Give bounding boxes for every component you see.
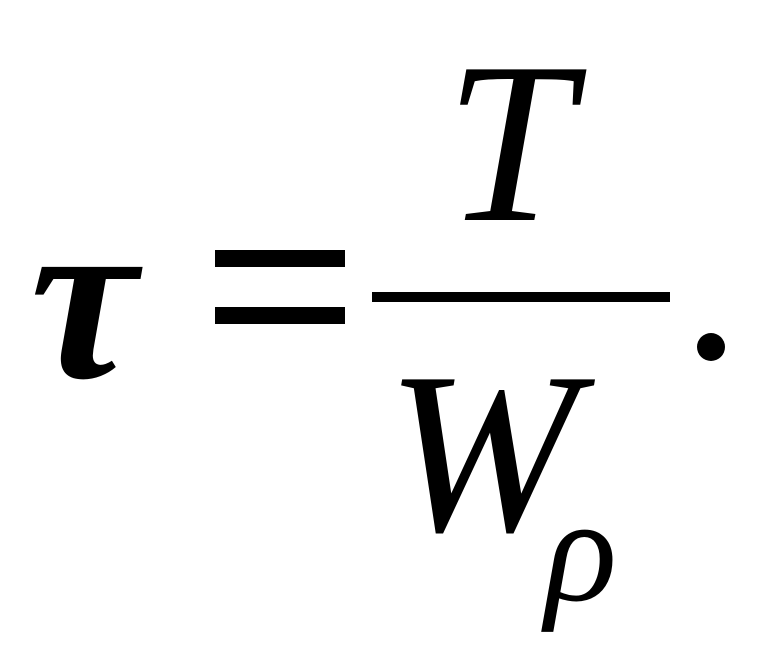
fraction-denominator: W: [386, 325, 578, 580]
formula-lhs-tau: τ: [30, 163, 137, 429]
equals-sign: [215, 250, 345, 324]
formula-period: [697, 333, 725, 361]
fraction-bar: [372, 292, 670, 302]
denominator-subscript: ρ: [545, 467, 617, 633]
equals-bar-bottom: [215, 307, 345, 324]
equals-bar-top: [215, 250, 345, 267]
fraction-numerator: T: [445, 15, 573, 270]
